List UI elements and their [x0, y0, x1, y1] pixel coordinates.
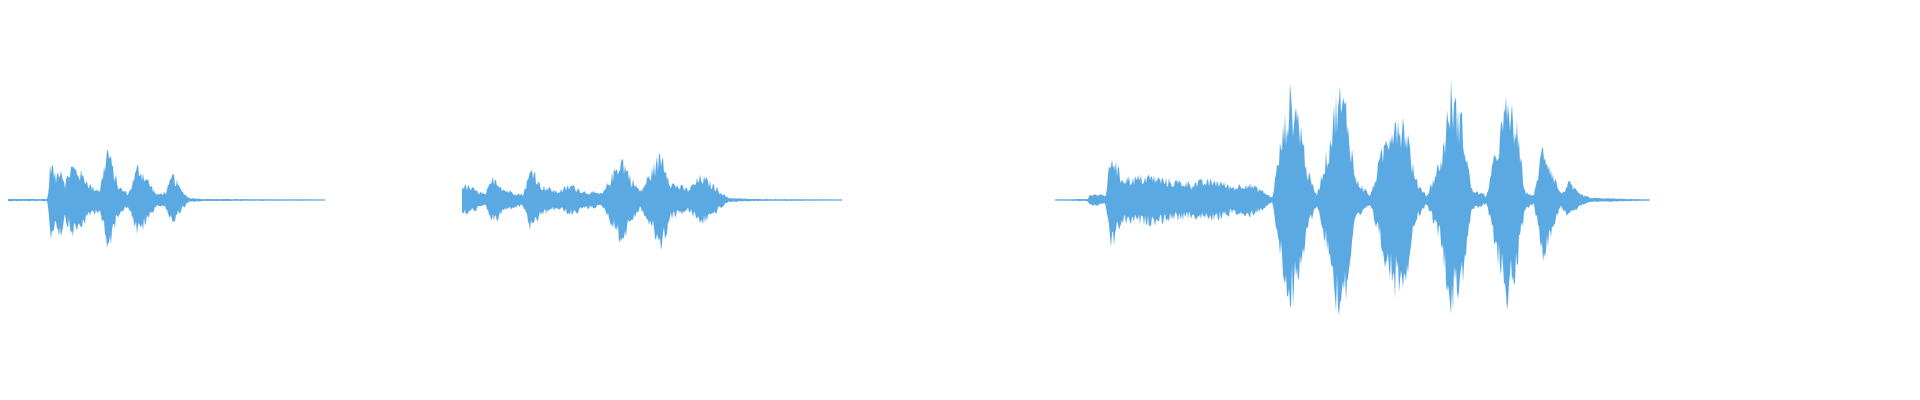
waveform-clip-3	[1055, 78, 1650, 316]
waveform-shape	[1055, 78, 1650, 316]
waveform-clip-1	[8, 150, 325, 248]
waveform-clip-2	[462, 152, 842, 251]
waveform-shape	[8, 150, 325, 248]
waveform-segments	[8, 78, 1650, 316]
waveform-shape	[462, 152, 842, 251]
